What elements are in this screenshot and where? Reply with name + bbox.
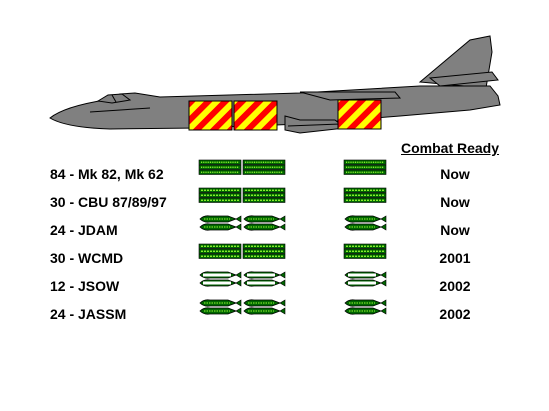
bomb-rack-icon bbox=[198, 159, 242, 181]
weapon-bay-forward-1 bbox=[188, 100, 233, 131]
jassm-icon bbox=[242, 299, 286, 321]
cluster-bomb-icon bbox=[198, 187, 242, 209]
combat-ready-date: Now bbox=[440, 194, 470, 210]
cluster-bomb-icon bbox=[343, 187, 387, 209]
horizontal-stabilizer bbox=[428, 71, 499, 87]
wcmd-icon bbox=[242, 243, 286, 265]
munition-label: 12 - JSOW bbox=[50, 278, 120, 294]
munition-label: 24 - JDAM bbox=[50, 222, 118, 238]
nose-detail bbox=[89, 107, 151, 113]
nacelle-line bbox=[287, 123, 341, 127]
weapon-bay-aft bbox=[337, 99, 382, 130]
munition-label: 24 - JASSM bbox=[50, 306, 127, 322]
munition-label: 30 - CBU 87/89/97 bbox=[50, 194, 167, 210]
jdam-icon bbox=[242, 215, 286, 237]
jsow-icon bbox=[242, 271, 286, 293]
munition-label: 84 - Mk 82, Mk 62 bbox=[50, 166, 164, 182]
jsow-icon bbox=[343, 271, 387, 293]
jassm-icon bbox=[343, 299, 387, 321]
jdam-icon bbox=[198, 215, 242, 237]
weapon-bay-forward-2 bbox=[233, 100, 278, 131]
munition-label: 30 - WCMD bbox=[50, 250, 124, 266]
combat-ready-header: Combat Ready bbox=[401, 140, 500, 156]
combat-ready-date: 2001 bbox=[439, 250, 471, 266]
jsow-icon bbox=[198, 271, 242, 293]
combat-ready-date: 2002 bbox=[439, 278, 471, 294]
bomb-rack-icon bbox=[343, 159, 387, 181]
combat-ready-date: Now bbox=[440, 222, 470, 238]
canopy-frame bbox=[111, 94, 117, 103]
wing-root bbox=[299, 91, 402, 101]
wcmd-icon bbox=[198, 243, 242, 265]
combat-ready-date: Now bbox=[440, 166, 470, 182]
cluster-bomb-icon bbox=[242, 187, 286, 209]
jassm-icon bbox=[198, 299, 242, 321]
jdam-icon bbox=[343, 215, 387, 237]
bomb-rack-icon bbox=[242, 159, 286, 181]
combat-ready-date: 2002 bbox=[439, 306, 471, 322]
b1-bomber-side-view bbox=[49, 35, 501, 134]
wcmd-icon bbox=[343, 243, 387, 265]
